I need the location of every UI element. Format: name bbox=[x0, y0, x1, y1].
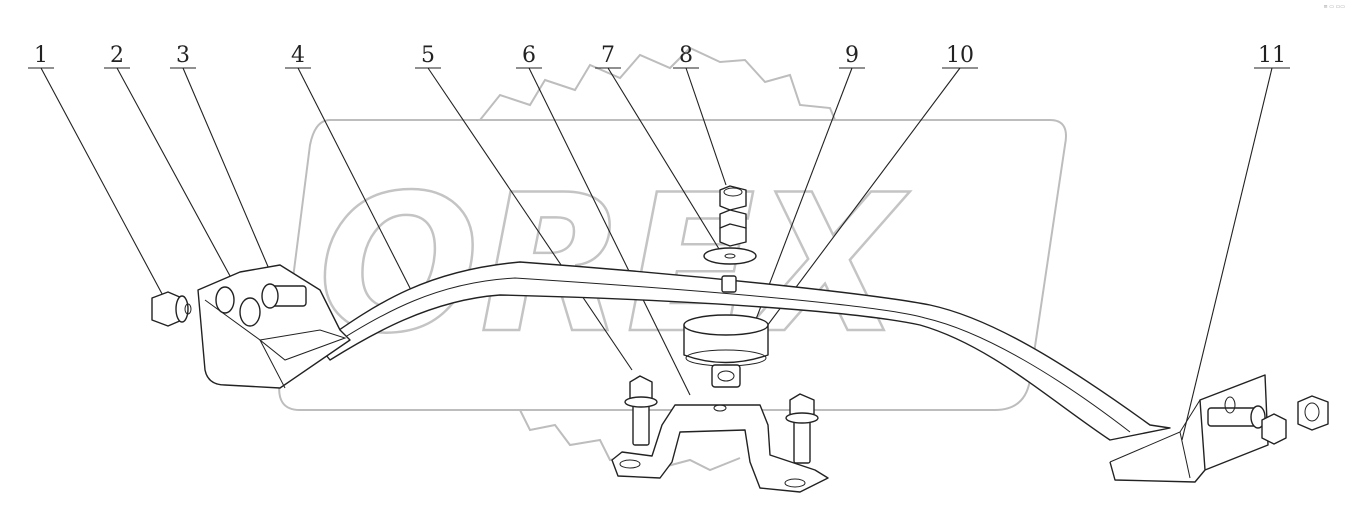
callout-4: 4 bbox=[291, 43, 305, 68]
right-mount-bracket bbox=[1109, 374, 1329, 483]
crossmember-beam bbox=[317, 261, 1171, 441]
callout-numbers: 1 2 3 4 5 6 7 8 9 10 11 bbox=[34, 43, 1286, 68]
callout-5: 5 bbox=[421, 43, 435, 68]
callout-10: 10 bbox=[946, 43, 974, 68]
watermark-logo: OREX bbox=[278, 46, 1067, 472]
leader-lines bbox=[28, 67, 1290, 441]
callout-9: 9 bbox=[845, 43, 859, 68]
callout-7: 7 bbox=[601, 43, 615, 68]
callout-6: 6 bbox=[522, 43, 536, 68]
callout-3: 3 bbox=[176, 43, 190, 68]
callout-1: 1 bbox=[34, 43, 48, 68]
center-mount-assembly bbox=[611, 185, 829, 493]
callout-2: 2 bbox=[110, 43, 124, 68]
left-mount-bracket bbox=[151, 264, 351, 389]
callout-11: 11 bbox=[1258, 43, 1286, 68]
watermark-text: OREX bbox=[318, 154, 911, 375]
callout-8: 8 bbox=[679, 43, 693, 68]
corner-mark: ≡ ▭ ▭▭ bbox=[1323, 4, 1345, 10]
